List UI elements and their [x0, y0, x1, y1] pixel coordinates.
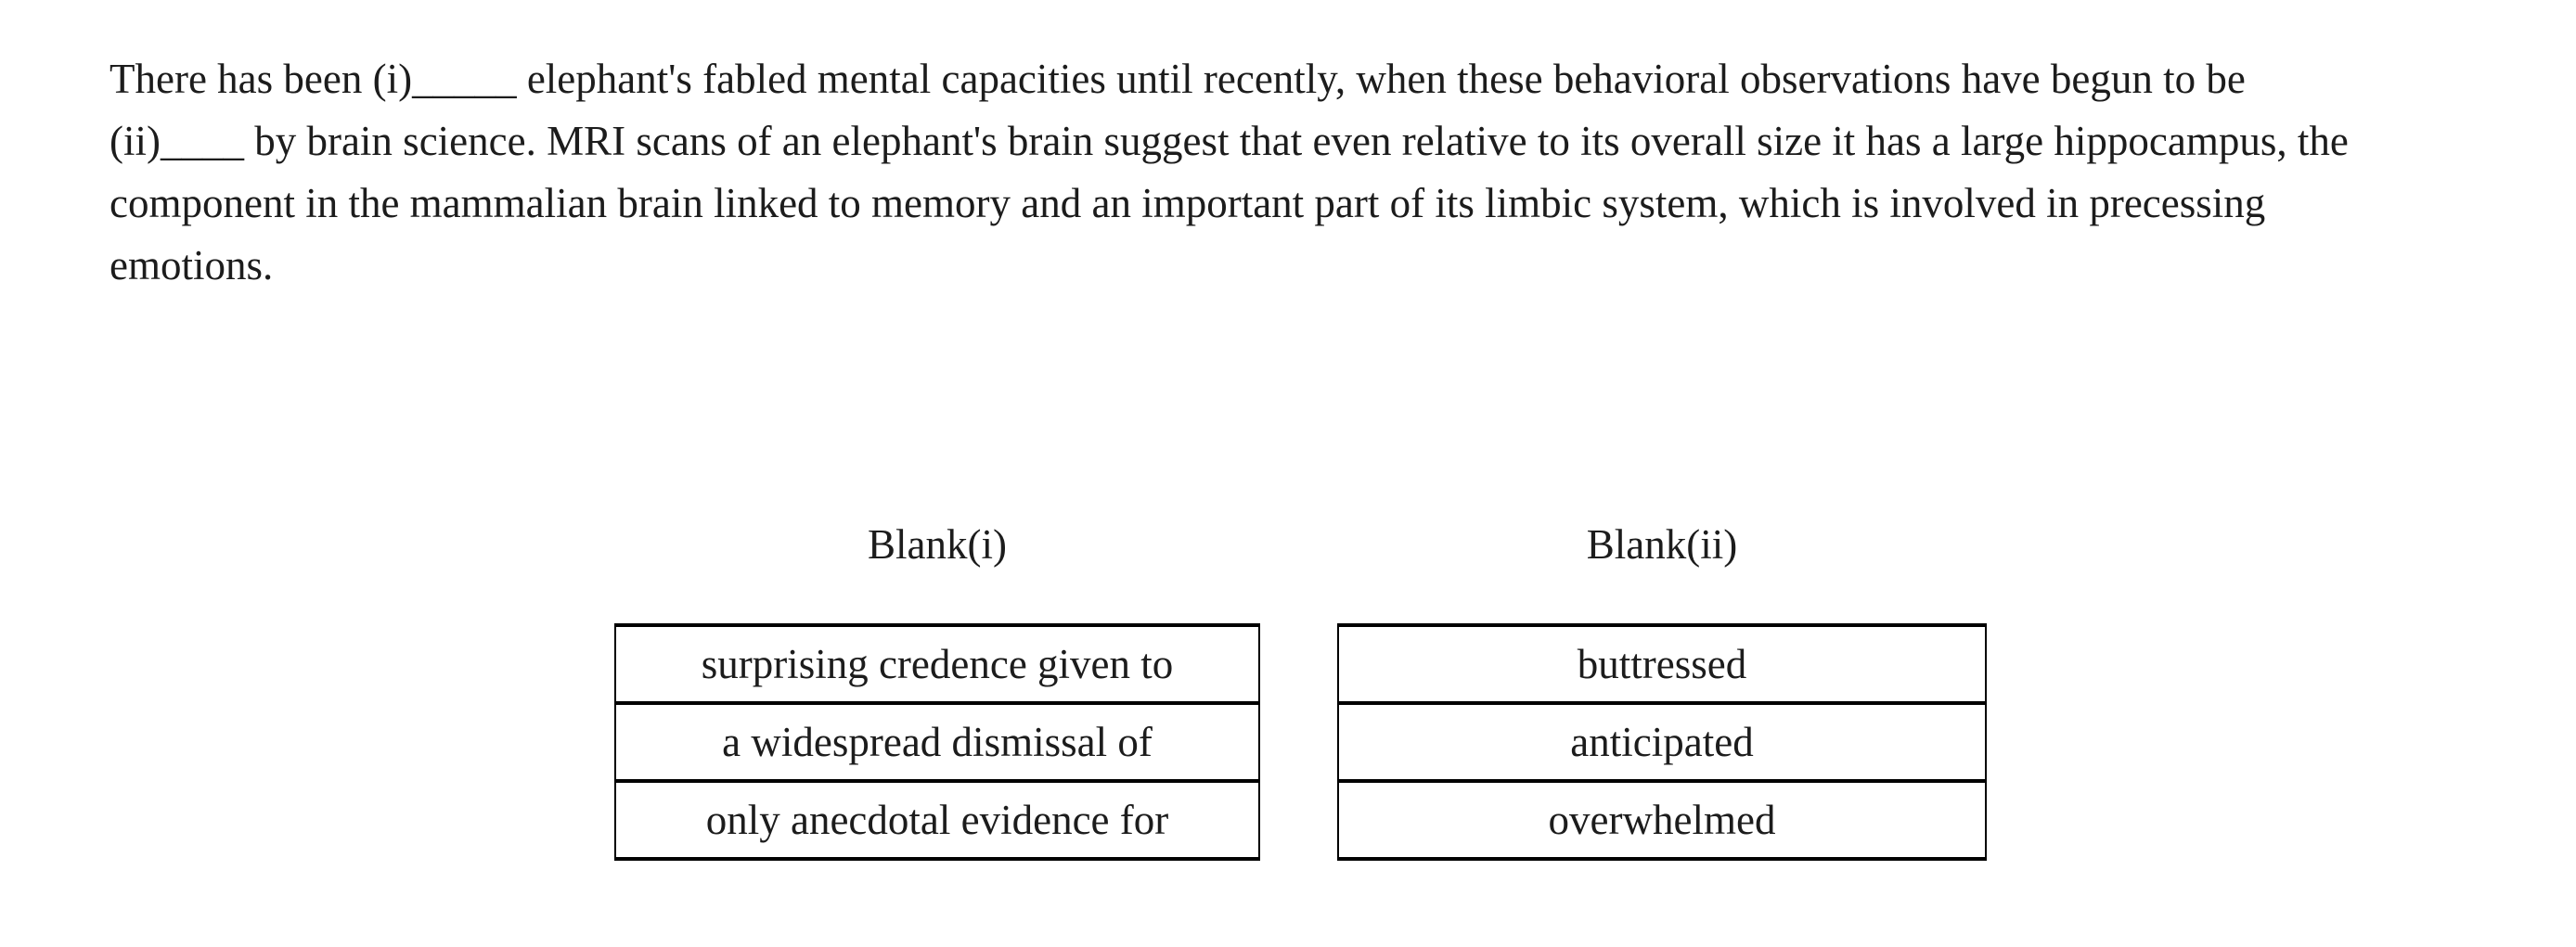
option-row: buttressed [1337, 623, 1987, 705]
blank-ii-options-table: buttressed anticipated overwhelmed [1337, 623, 1987, 861]
blank-ii-option-3[interactable]: overwhelmed [1337, 779, 1987, 861]
blank-ii-option-2[interactable]: anticipated [1337, 701, 1987, 783]
option-row: only anecdotal evidence for [614, 779, 1260, 861]
blank-i-option-2[interactable]: a widespread dismissal of [614, 701, 1260, 783]
option-row: anticipated [1337, 701, 1987, 783]
blank-i-option-1[interactable]: surprising credence given to [614, 623, 1260, 705]
passage-line: component in the mammalian brain linked … [109, 180, 2266, 226]
option-row: surprising credence given to [614, 623, 1260, 705]
passage-line: emotions. [109, 242, 274, 288]
passage-line: There has been (i)_____ elephant's fable… [109, 56, 2246, 102]
option-row: overwhelmed [1337, 779, 1987, 861]
blank-i-label: Blank(i) [868, 521, 1007, 568]
option-row: a widespread dismissal of [614, 701, 1260, 783]
blank-i-option-3[interactable]: only anecdotal evidence for [614, 779, 1260, 861]
blank-ii-label: Blank(ii) [1586, 521, 1738, 568]
passage-line: (ii)____ by brain science. MRI scans of … [109, 118, 2349, 164]
passage: There has been (i)_____ elephant's fable… [109, 48, 2349, 297]
blank-i-options-table: surprising credence given to a widesprea… [614, 623, 1260, 861]
blank-ii-option-1[interactable]: buttressed [1337, 623, 1987, 705]
